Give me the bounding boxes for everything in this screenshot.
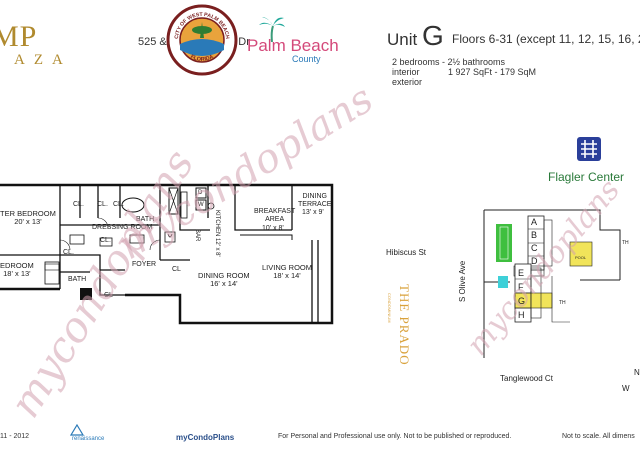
plaza-logo-subtext: AZA: [14, 52, 72, 68]
prado-logo-text: THE PRADO: [397, 284, 412, 366]
unit-b-label: B: [531, 230, 538, 240]
palm-tree-icon: [259, 17, 285, 42]
townhouse-label: TH: [559, 300, 566, 306]
tanglewood-court-label: Tanglewood Ct: [500, 374, 553, 383]
room-closet: CL.: [113, 201, 124, 208]
exterior-label: exterior: [392, 77, 423, 87]
building-units-top: A B C D: [531, 216, 538, 268]
unit-floors: Floors 6-31 (except 11, 12, 15, 16, 22, …: [452, 32, 640, 46]
flagler-center-label: Flagler Center: [548, 170, 625, 184]
unit-h-label: H: [518, 310, 525, 320]
mycondoplans-logo-text: myCondoPlans: [176, 433, 235, 442]
unit-f-label: F: [518, 282, 524, 292]
room-breakfast-dim: 10' x 8': [262, 225, 284, 232]
pool-label: POOL: [575, 255, 587, 260]
site-plan: [483, 209, 621, 358]
seal-bottom-text: FLORIDA: [189, 54, 214, 63]
room-closet: CL: [104, 292, 113, 299]
olive-avenue-label: S Olive Ave: [458, 260, 467, 302]
prado-sub-text: CONDOMINIUM: [387, 293, 392, 323]
palm-beach-title: Palm Beach: [247, 36, 339, 55]
footer-usage-notice: For Personal and Professional use only. …: [278, 433, 512, 440]
unit-e-label: E: [518, 268, 525, 278]
plaza-logo-text: MP: [0, 20, 38, 53]
room-bath: BATH: [68, 276, 87, 283]
room-closet: CL.: [63, 249, 74, 256]
room-closet: CL.: [97, 201, 108, 208]
footer-date: 11 - 2012: [0, 433, 30, 440]
unit-d-label: D: [531, 256, 538, 266]
room-closet: CL.: [100, 237, 111, 244]
room-closet: CL: [172, 266, 181, 273]
unit-a-label: A: [531, 217, 538, 227]
flagler-center-logo-icon: [577, 137, 601, 161]
renaissance-logo-text: renaissance: [72, 436, 105, 442]
room-closet: CL.: [73, 201, 84, 208]
room-foyer: FOYER: [132, 261, 157, 268]
interior-label: interior: [392, 67, 420, 77]
appliance-dryer: D: [198, 190, 203, 196]
hibiscus-street-label: Hibiscus St: [386, 248, 427, 257]
building-units-bottom: E F G H: [518, 266, 525, 322]
unit-c-label: C: [531, 243, 538, 253]
palm-beach-county: County: [292, 54, 321, 64]
city-seal-logo: CITY OF WEST PALM BEACH FLORIDA: [166, 4, 238, 76]
room-bath: BATH: [136, 216, 155, 223]
unit-bedrooms: 2 bedrooms - 2½ bathrooms: [392, 57, 506, 67]
unit-letter: G: [422, 20, 444, 51]
unit-word: Unit: [387, 30, 418, 49]
floor-plan: [0, 183, 334, 325]
appliance-washer: W: [198, 202, 204, 208]
room-dressing: DRESSING ROOM: [92, 224, 153, 231]
interior-value: 1 927 SqFt - 179 SqM: [448, 67, 537, 77]
compass-north: N: [634, 368, 640, 377]
unit-g-label: G: [518, 296, 526, 306]
compass-west: W: [622, 384, 630, 393]
renaissance-logo-icon: [70, 424, 84, 436]
svg-text:FLORIDA: FLORIDA: [189, 54, 214, 63]
footer-scale-notice: Not to scale. All dimens: [562, 433, 635, 440]
townhouse-label: TH: [622, 240, 629, 246]
room-terrace-dim: 13' x 9': [302, 209, 324, 216]
